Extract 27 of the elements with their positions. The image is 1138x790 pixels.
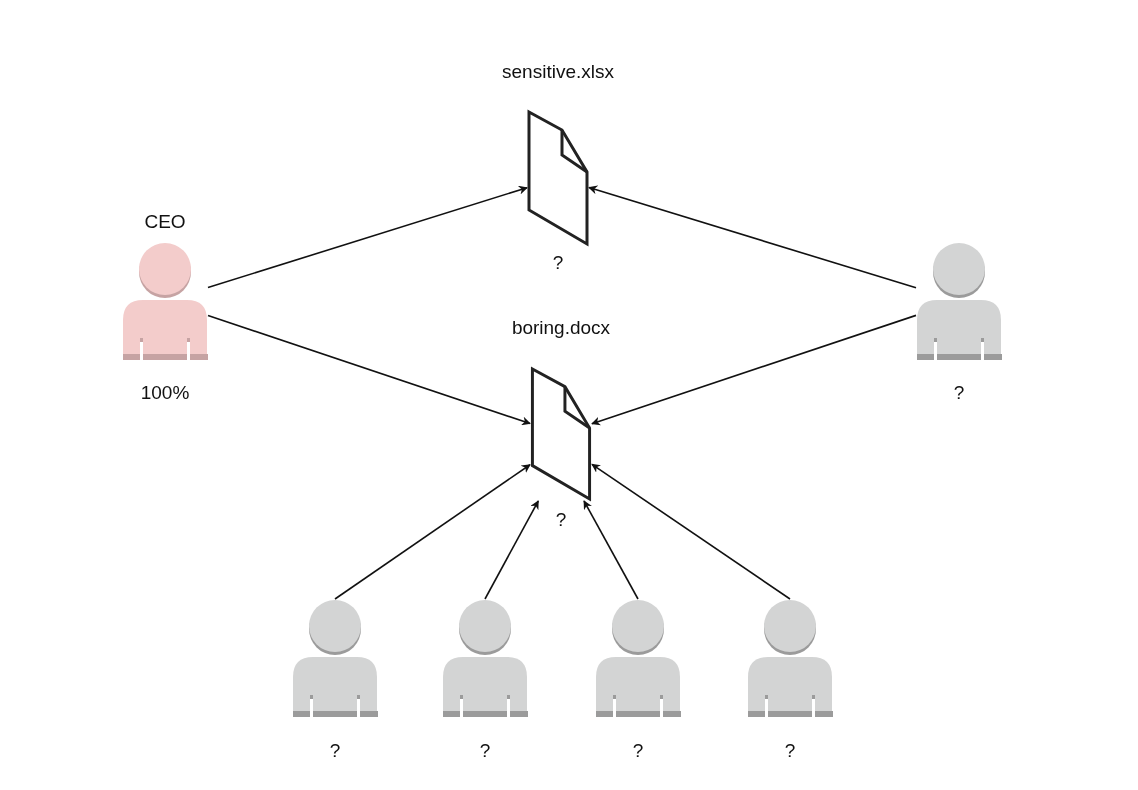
node-note: ? xyxy=(953,382,965,404)
node-label: sensitive.xlsx xyxy=(502,61,614,83)
document-icon xyxy=(530,367,592,501)
node-note: ? xyxy=(784,740,796,762)
arrow xyxy=(484,500,540,600)
arrow xyxy=(591,314,917,426)
person-icon xyxy=(292,598,378,718)
person-icon xyxy=(747,598,833,718)
node-note: ? xyxy=(632,740,644,762)
arrow xyxy=(588,185,917,289)
arrow xyxy=(207,185,528,289)
person-icon xyxy=(595,598,681,718)
arrow xyxy=(583,500,639,600)
person-icon xyxy=(916,242,1002,360)
node-note: ? xyxy=(329,740,341,762)
document-icon xyxy=(527,110,589,246)
person-icon xyxy=(122,242,208,360)
arrow xyxy=(334,463,531,600)
person-icon xyxy=(442,598,528,718)
node-note: ? xyxy=(479,740,491,762)
node-label: boring.docx xyxy=(511,317,611,339)
node-note: ? xyxy=(552,252,564,274)
node-note: 100% xyxy=(140,382,190,404)
node-label: CEO xyxy=(144,211,186,233)
arrow xyxy=(591,463,791,600)
node-note: ? xyxy=(555,509,567,531)
arrow xyxy=(207,314,531,426)
